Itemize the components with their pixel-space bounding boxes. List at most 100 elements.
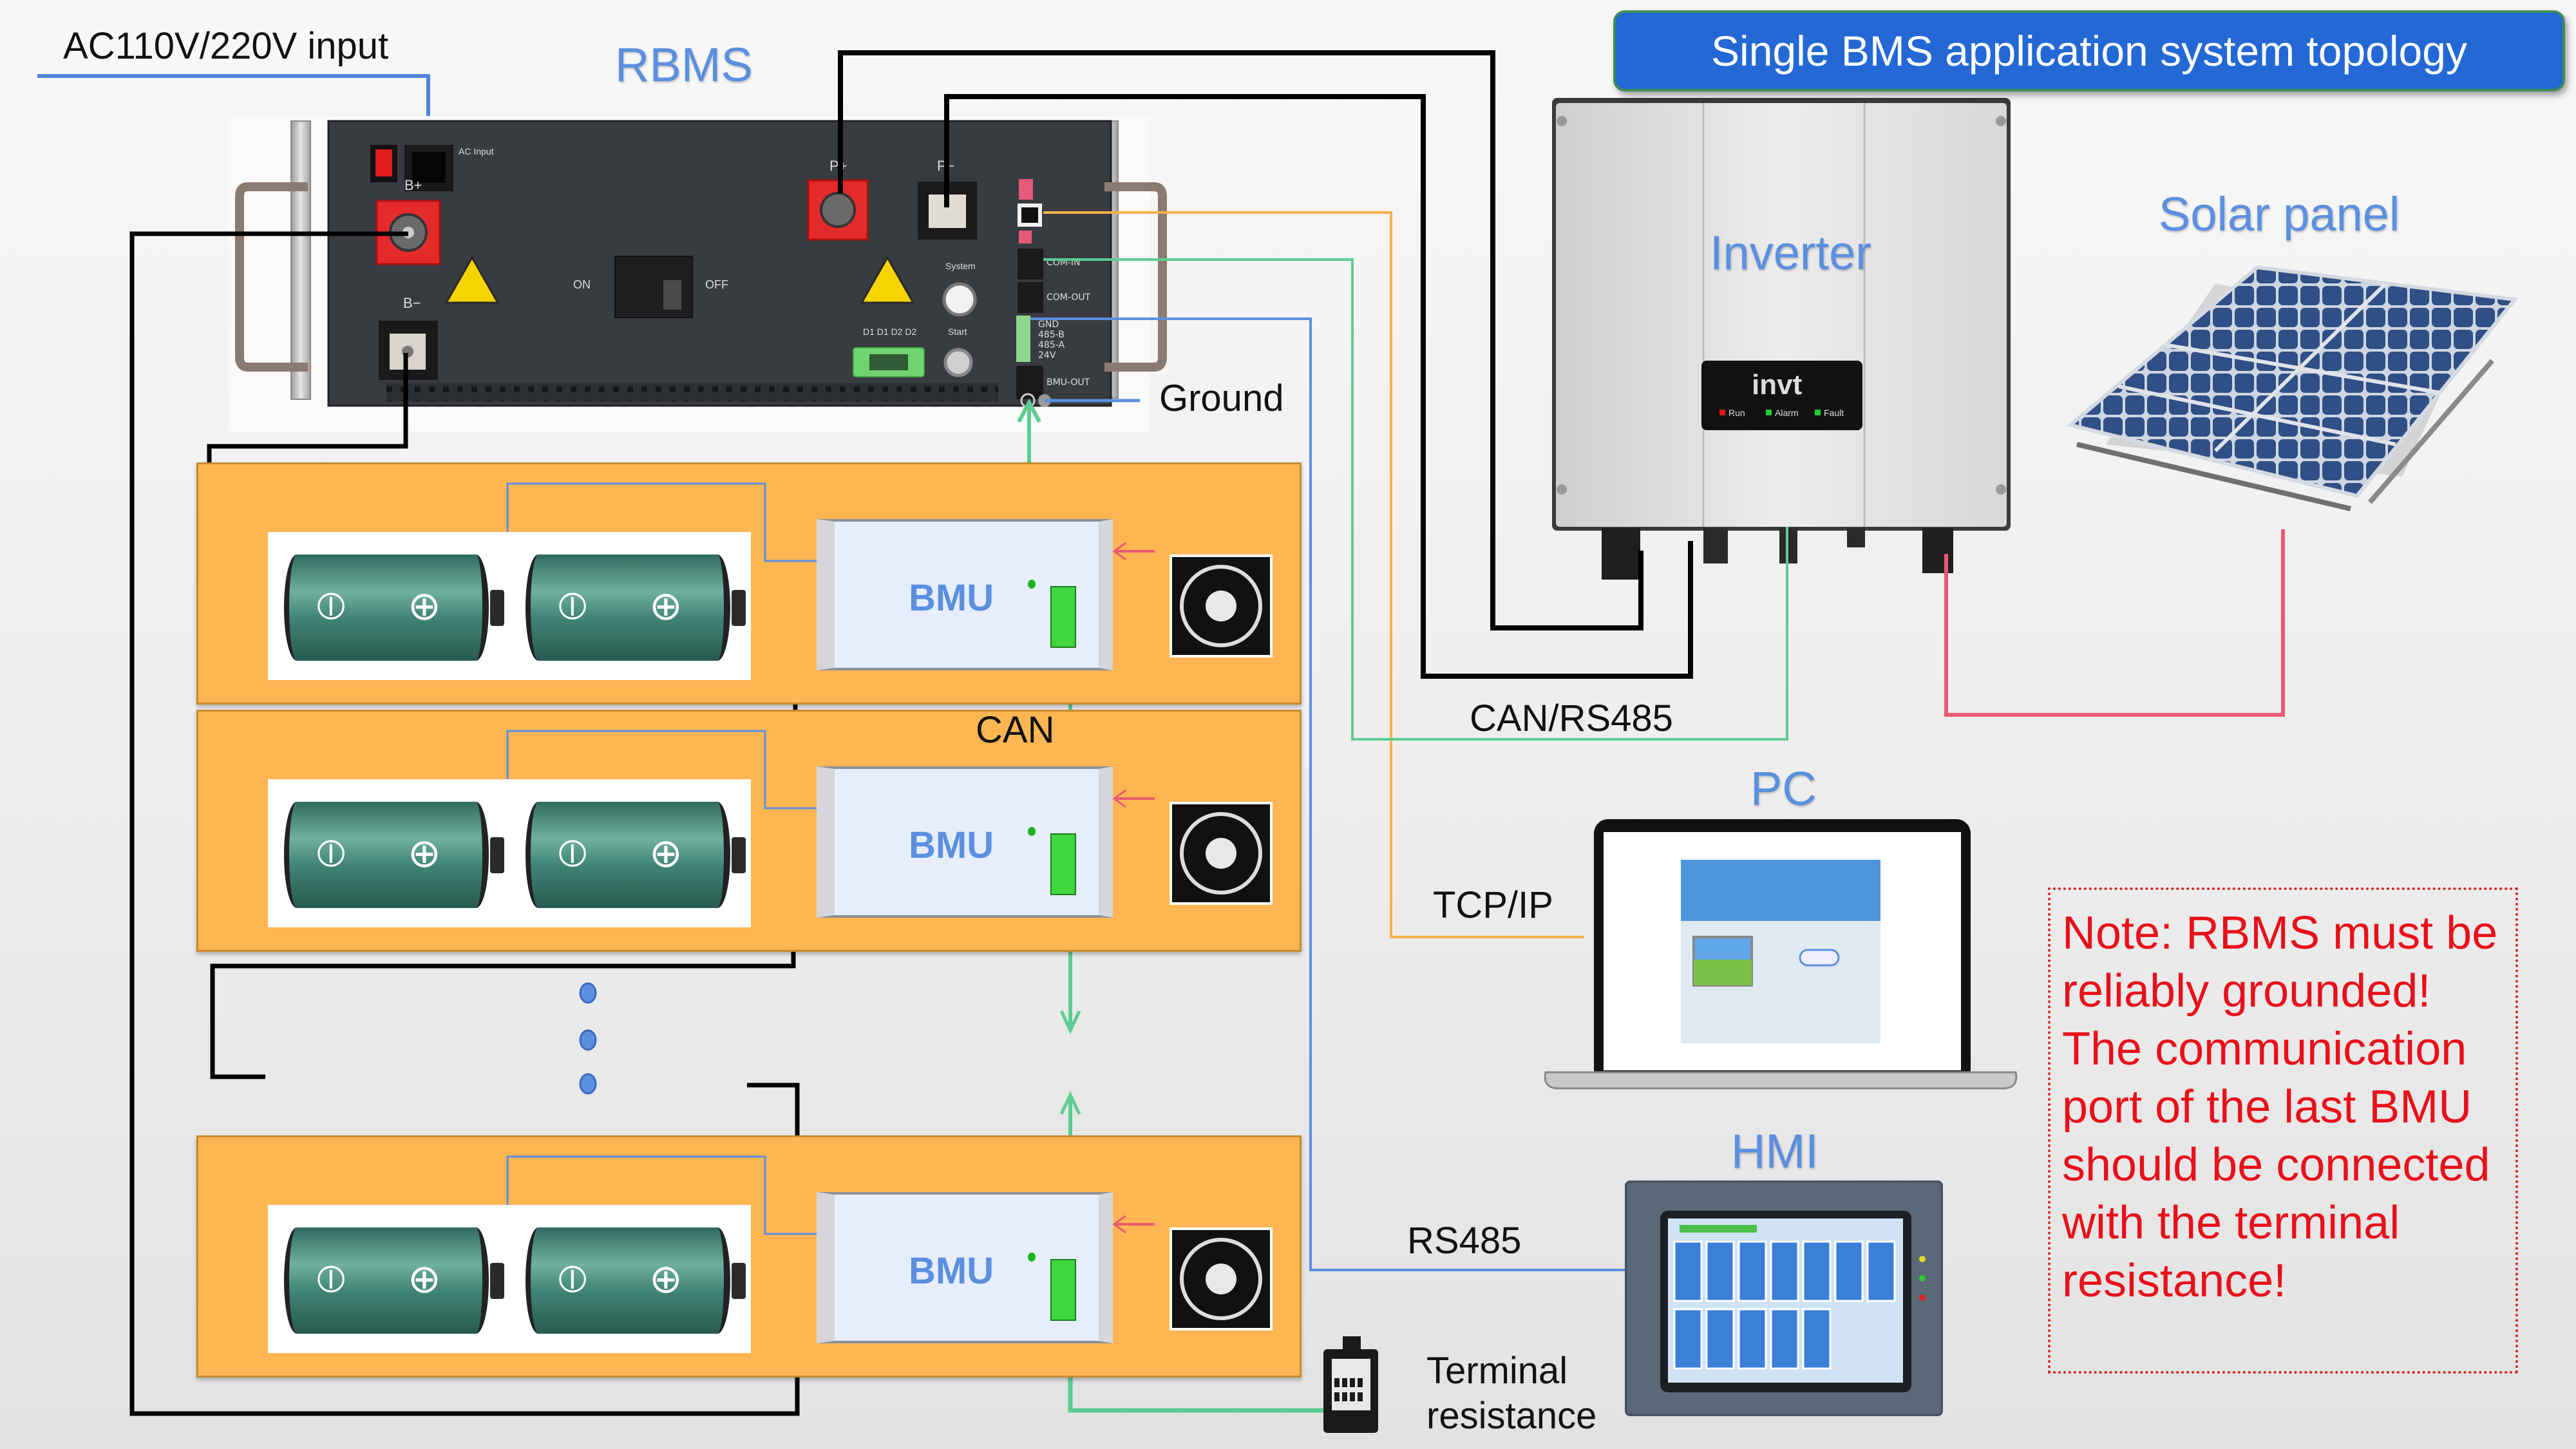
- cooling-fan-icon: [1170, 1227, 1273, 1331]
- solar-panel-unit: [2066, 265, 2519, 511]
- can-rs485-label: CAN/RS485: [1470, 697, 1673, 739]
- ellipsis-dots: [579, 982, 597, 1095]
- hmi-tile: [1770, 1240, 1799, 1302]
- ellipsis-dot: [579, 982, 597, 1004]
- battery-cell: ⦶⊕: [526, 1227, 746, 1334]
- pv-wire: [1944, 529, 2285, 717]
- hmi-panel: [1625, 1180, 1943, 1416]
- hmi-tile: [1738, 1308, 1767, 1370]
- rbms-label: RBMS: [615, 38, 753, 91]
- battery-cell-group: ⦶⊕⦶⊕: [268, 1205, 751, 1353]
- terminal-pin-label: 24V: [1038, 350, 1056, 361]
- ac-input-label: AC110V/220V input: [63, 25, 389, 67]
- negative-terminal-icon: ⦶: [317, 831, 345, 876]
- rs485-label: RS485: [1407, 1220, 1522, 1262]
- hmi-tile: [1673, 1308, 1703, 1370]
- hmi-tile: [1705, 1240, 1735, 1302]
- com-in-port: [1018, 249, 1043, 279]
- battery-cell-group: ⦶⊕⦶⊕: [268, 779, 751, 927]
- high-voltage-warning-icon: [444, 255, 500, 304]
- ground-label: Ground: [1159, 377, 1284, 419]
- high-voltage-warning-icon: [860, 255, 915, 304]
- negative-terminal-icon: ⦶: [317, 1256, 345, 1302]
- battery-pack: ⦶⊕⦶⊕BMU: [196, 710, 1302, 952]
- inverter-display: [1701, 361, 1862, 430]
- hmi-tile: [1866, 1240, 1896, 1302]
- bmu-module: BMU: [817, 1192, 1113, 1343]
- terminal-pin-label: 485-A: [1038, 340, 1065, 350]
- inverter-connector: [1922, 528, 1953, 573]
- voltage-sense-wire: [506, 730, 1155, 816]
- cooling-fan-icon: [1170, 554, 1273, 658]
- negative-terminal-icon: ⦶: [558, 1256, 587, 1302]
- bmu-can-connector: [1050, 1259, 1076, 1321]
- battery-cell: ⦶⊕: [284, 1227, 504, 1334]
- dio-label: D1 D1 D2 D2: [863, 327, 916, 337]
- ellipsis-dot: [579, 1073, 597, 1095]
- grounding-note: Note: RBMS must be reliably grounded! Th…: [2048, 887, 2518, 1374]
- tcp-ip-wire: [1043, 211, 1584, 938]
- ac-input-port-label: AC Input: [459, 146, 494, 156]
- tcp-ip-label: TCP/IP: [1433, 884, 1553, 926]
- negative-terminal-icon: ⦶: [558, 831, 587, 876]
- bmu-label: BMU: [909, 824, 994, 866]
- alarm-indicator-icon: [1766, 410, 1772, 415]
- bmu-label: BMU: [909, 1250, 994, 1292]
- voltage-sense-wire: [506, 1155, 1155, 1242]
- hmi-tile: [1802, 1240, 1832, 1302]
- inverter-unit: invt Run Alarm Fault: [1552, 98, 2011, 580]
- inverter-label: Inverter: [1710, 226, 1871, 279]
- positive-terminal-icon: ⊕: [408, 1255, 441, 1302]
- bmu-can-connector: [1050, 833, 1076, 895]
- inverter-connector: [1602, 528, 1640, 580]
- pc-laptop: [1544, 819, 2018, 1090]
- terminal-resistance-plug: [1323, 1336, 1378, 1433]
- positive-terminal-icon: ⊕: [649, 1255, 683, 1302]
- inverter-connector: [1847, 528, 1865, 547]
- bmu-label: BMU: [909, 577, 994, 619]
- positive-terminal-icon: ⊕: [649, 582, 683, 629]
- run-indicator-icon: [1719, 410, 1725, 415]
- system-button[interactable]: [942, 282, 977, 317]
- switch-on-label: ON: [573, 278, 591, 291]
- alarm-indicator-label: Alarm: [1775, 408, 1799, 418]
- battery-pack: ⦶⊕⦶⊕BMU: [196, 462, 1302, 705]
- battery-pack: ⦶⊕⦶⊕BMU: [196, 1135, 1302, 1378]
- battery-cell: ⦶⊕: [526, 802, 746, 908]
- ellipsis-dot: [579, 1029, 597, 1051]
- b-minus-label: B−: [403, 295, 421, 311]
- run-indicator-label: Run: [1728, 408, 1745, 418]
- can-label: CAN: [976, 709, 1055, 751]
- system-button-label: System: [945, 261, 976, 271]
- battery-cell-group: ⦶⊕⦶⊕: [268, 532, 751, 680]
- hmi-tile: [1834, 1240, 1864, 1302]
- negative-terminal-icon: ⦶: [317, 583, 345, 629]
- negative-terminal-icon: ⦶: [558, 583, 587, 629]
- switch-off-label: OFF: [705, 278, 728, 291]
- bmu-out-label: BMU-OUT: [1046, 377, 1090, 388]
- cooling-fan-icon: [1170, 802, 1273, 905]
- bmu-status-led-icon: [1028, 827, 1036, 836]
- fault-indicator-icon: [1815, 410, 1821, 415]
- start-button[interactable]: [943, 348, 973, 377]
- hmi-tile: [1738, 1240, 1767, 1302]
- b-plus-label: B+: [404, 177, 422, 193]
- hmi-tile: [1673, 1240, 1703, 1302]
- bmu-status-led-icon: [1028, 580, 1036, 589]
- positive-terminal-icon: ⊕: [408, 582, 441, 629]
- rbms-unit: AC Input B+ B− ON OFF P+ P− System Start…: [229, 116, 1167, 431]
- pc-label: PC: [1750, 762, 1817, 815]
- hmi-label: HMI: [1731, 1124, 1819, 1178]
- com-out-port: [1018, 282, 1043, 313]
- power-wire-p-minus-to-inverter: [944, 94, 1693, 679]
- hmi-tile: [1770, 1308, 1799, 1370]
- positive-terminal-icon: ⊕: [408, 829, 441, 876]
- hmi-tile: [1705, 1308, 1735, 1370]
- inverter-brand: invt: [1752, 369, 1803, 401]
- rs485-wire: [1030, 317, 1626, 1271]
- battery-cell: ⦶⊕: [284, 554, 504, 661]
- bmu-module: BMU: [817, 519, 1113, 670]
- rs485-terminal-block: [1016, 316, 1030, 362]
- voltage-sense-wire: [506, 482, 1155, 569]
